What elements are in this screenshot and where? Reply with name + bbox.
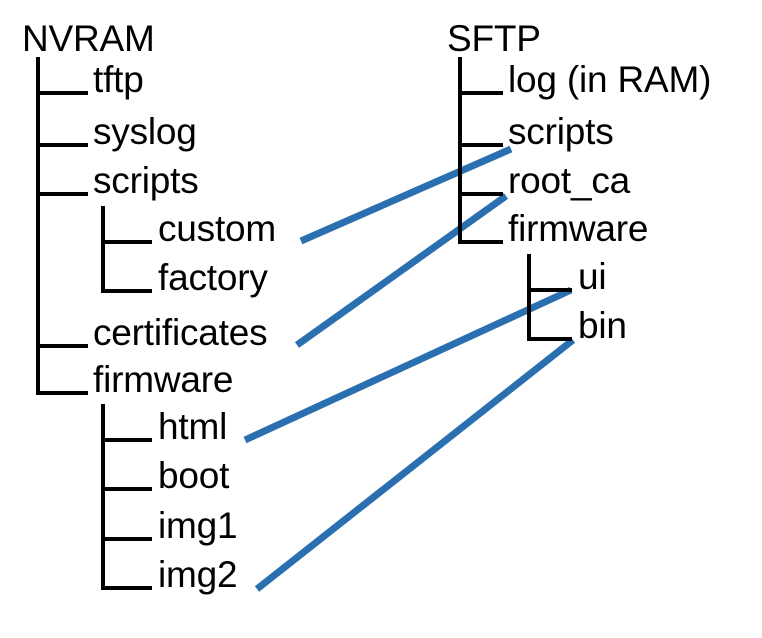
tree-node-sftp-scripts[interactable]: scripts — [508, 111, 614, 152]
tree-root-label-nvram: NVRAM — [22, 18, 155, 59]
tree-connector-nvram-custom — [101, 240, 152, 244]
tree-connector-sftp-bin — [527, 337, 572, 341]
tree-node-sftp-root-ca[interactable]: root_ca — [508, 160, 631, 201]
tree-node-nvram-boot[interactable]: boot — [158, 455, 230, 496]
tree-node-nvram-scripts[interactable]: scripts — [93, 160, 199, 201]
tree-connector-sftp-log-in-ram- — [458, 91, 503, 95]
tree-subtrunk-nvram-scripts — [101, 206, 105, 291]
link-img2-to-bin — [254, 337, 576, 592]
tree-trunk-nvram — [36, 57, 40, 392]
tree-node-nvram-syslog[interactable]: syslog — [93, 111, 197, 152]
tree-node-nvram-img1[interactable]: img1 — [158, 505, 238, 546]
tree-root-label-sftp: SFTP — [447, 18, 541, 59]
tree-connector-nvram-scripts — [36, 192, 88, 196]
tree-connector-nvram-img1 — [101, 537, 152, 541]
tree-trunk-sftp — [458, 57, 462, 242]
link-certificates-to-root_ca — [294, 193, 509, 348]
tree-node-sftp-log-in-ram-[interactable]: log (in RAM) — [508, 59, 712, 100]
tree-connector-nvram-factory — [101, 289, 152, 293]
tree-node-nvram-factory[interactable]: factory — [158, 257, 268, 298]
tree-subtrunk-nvram-firmware — [101, 404, 105, 588]
tree-connector-nvram-certificates — [36, 344, 88, 348]
tree-connector-sftp-root-ca — [458, 192, 503, 196]
tree-node-sftp-ui[interactable]: ui — [578, 256, 607, 297]
tree-connector-nvram-syslog — [36, 143, 88, 147]
tree-connector-sftp-firmware — [458, 240, 503, 244]
tree-node-nvram-html[interactable]: html — [158, 406, 228, 447]
tree-node-nvram-custom[interactable]: custom — [158, 208, 277, 249]
tree-connector-nvram-tftp — [36, 91, 88, 95]
tree-connector-sftp-scripts — [458, 143, 503, 147]
tree-connector-sftp-ui — [527, 288, 572, 292]
tree-node-nvram-firmware[interactable]: firmware — [93, 359, 234, 400]
tree-node-sftp-firmware[interactable]: firmware — [508, 208, 649, 249]
tree-node-nvram-img2[interactable]: img2 — [158, 554, 238, 595]
tree-subtrunk-sftp-firmware — [527, 254, 531, 339]
tree-connector-nvram-boot — [101, 487, 152, 491]
tree-connector-nvram-img2 — [101, 586, 152, 590]
tree-node-nvram-tftp[interactable]: tftp — [93, 59, 144, 100]
tree-connector-nvram-firmware — [36, 391, 88, 395]
tree-node-sftp-bin[interactable]: bin — [578, 305, 627, 346]
link-html-to-ui — [243, 286, 573, 444]
tree-node-nvram-certificates[interactable]: certificates — [93, 312, 268, 353]
tree-connector-nvram-html — [101, 438, 152, 442]
